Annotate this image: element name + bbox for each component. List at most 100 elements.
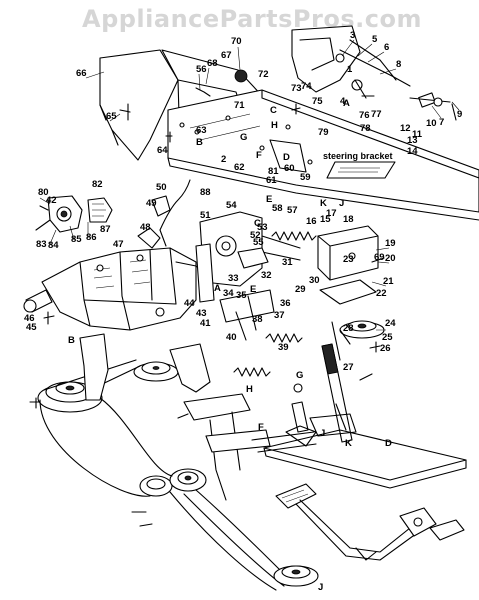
part-label: 31: [282, 257, 293, 268]
ref-letter-c: C: [270, 105, 277, 116]
ref-letter-g: G: [240, 132, 247, 143]
part-label: 17: [326, 208, 337, 219]
ref-letter-k: K: [345, 438, 352, 449]
part-label: 23: [343, 254, 354, 265]
part-label: 40: [226, 332, 237, 343]
part-label: 82: [92, 179, 103, 190]
part-label: 36: [280, 298, 291, 309]
part-label: 4: [340, 96, 346, 107]
ref-letter-j: J: [320, 428, 325, 439]
part-label: 35: [236, 290, 247, 301]
ref-letter-a: A: [343, 98, 350, 109]
part-label: 3: [350, 30, 355, 41]
part-label: 61: [266, 175, 277, 186]
part-label: 7: [439, 117, 444, 128]
part-label: 63: [196, 125, 207, 136]
brake-pedal: [275, 483, 465, 561]
part-label: 86: [86, 232, 97, 243]
ref-letter-k: K: [320, 198, 327, 209]
part-label: 76: [359, 110, 370, 121]
part-label: 54: [226, 200, 237, 211]
boot-48: [137, 227, 161, 249]
part-label: 50: [156, 182, 167, 193]
part-label: 71: [234, 100, 245, 111]
part-label: 78: [360, 123, 371, 134]
spring-lower: [233, 367, 271, 377]
part-label: 20: [385, 253, 396, 264]
knob-70: [234, 69, 248, 83]
lever-27: [321, 343, 353, 443]
part-label: 29: [295, 284, 306, 295]
part-label: 58: [272, 203, 283, 214]
part-label: 2: [221, 154, 226, 165]
part-label: 42: [46, 195, 57, 206]
part-label: 8: [396, 59, 401, 70]
part-label: 15: [320, 214, 331, 225]
part-label: 55: [253, 237, 264, 248]
part-label: 38: [252, 314, 263, 325]
part-label: 25: [382, 332, 393, 343]
part-label: 39: [278, 342, 289, 353]
part-label: 62: [234, 162, 245, 173]
part-label: 46: [24, 313, 35, 324]
part-label: 12: [400, 123, 411, 134]
spring-39: [265, 333, 303, 343]
part-label: 24: [385, 318, 396, 329]
part-label: 11: [412, 129, 423, 140]
part-label: 19: [385, 238, 396, 249]
shield-66: [99, 49, 179, 161]
part-label: 60: [284, 163, 295, 174]
part-label: 52: [250, 230, 261, 241]
part-label: 81: [268, 166, 279, 177]
ref-letter-e: E: [250, 284, 256, 295]
caption-steering-bracket: steering bracket: [323, 151, 393, 161]
part-label: 67: [221, 50, 232, 61]
main-frame-panel: [167, 89, 479, 221]
part-label: 30: [309, 275, 320, 286]
part-label: 6: [384, 42, 389, 53]
part-label: 18: [343, 214, 354, 225]
part-label: 9: [457, 109, 462, 120]
ref-letter-j: J: [339, 198, 344, 209]
belt-guide-bracket: [79, 333, 211, 401]
part-label: 57: [287, 205, 298, 216]
ref-letter-h: H: [246, 384, 253, 395]
mid-bracket: [195, 211, 301, 341]
ref-letter-d: D: [283, 152, 290, 163]
ref-letter-c: C: [254, 218, 261, 229]
idler-pulleys: [139, 468, 207, 497]
part-label: 87: [100, 224, 111, 235]
part-number-labels: 1 2 3 4 5 6 7 8 9 10 11 12 13 14 15 16 1…: [24, 30, 462, 373]
ref-letter-b: B: [68, 335, 75, 346]
part-label: 43: [196, 308, 207, 319]
part-label: 48: [140, 222, 151, 233]
part-label: 28: [343, 323, 354, 334]
reference-letters: A A B B C C D D E E F F G G H H J J J K …: [68, 98, 392, 593]
ref-letter-a: A: [214, 283, 221, 294]
part-label: 27: [343, 362, 354, 373]
part-label: 56: [196, 64, 207, 75]
pulley-24: [331, 320, 385, 361]
part-label: 34: [223, 288, 234, 299]
hardware-marks: [29, 87, 457, 527]
part-label: 64: [157, 145, 168, 156]
part-label: 75: [312, 96, 323, 107]
part-label: 88: [200, 187, 211, 198]
part-label: 73: [291, 83, 302, 94]
deck-frame: [263, 403, 467, 489]
part-label: 85: [71, 234, 82, 245]
upper-bracket: [291, 25, 451, 108]
part-label: 10: [426, 118, 437, 129]
part-label: 59: [300, 172, 311, 183]
part-label: 65: [106, 111, 117, 122]
part-label: 14: [407, 146, 418, 157]
ref-letter-f: F: [256, 150, 262, 161]
part-label: 49: [146, 198, 157, 209]
lower-linkage: [183, 383, 317, 501]
part-label: 77: [371, 109, 382, 120]
part-label: 26: [380, 343, 391, 354]
part-label: 21: [383, 276, 394, 287]
watermark-text: AppliancePartsPros.com: [82, 5, 422, 33]
part-label: 69: [374, 252, 385, 263]
